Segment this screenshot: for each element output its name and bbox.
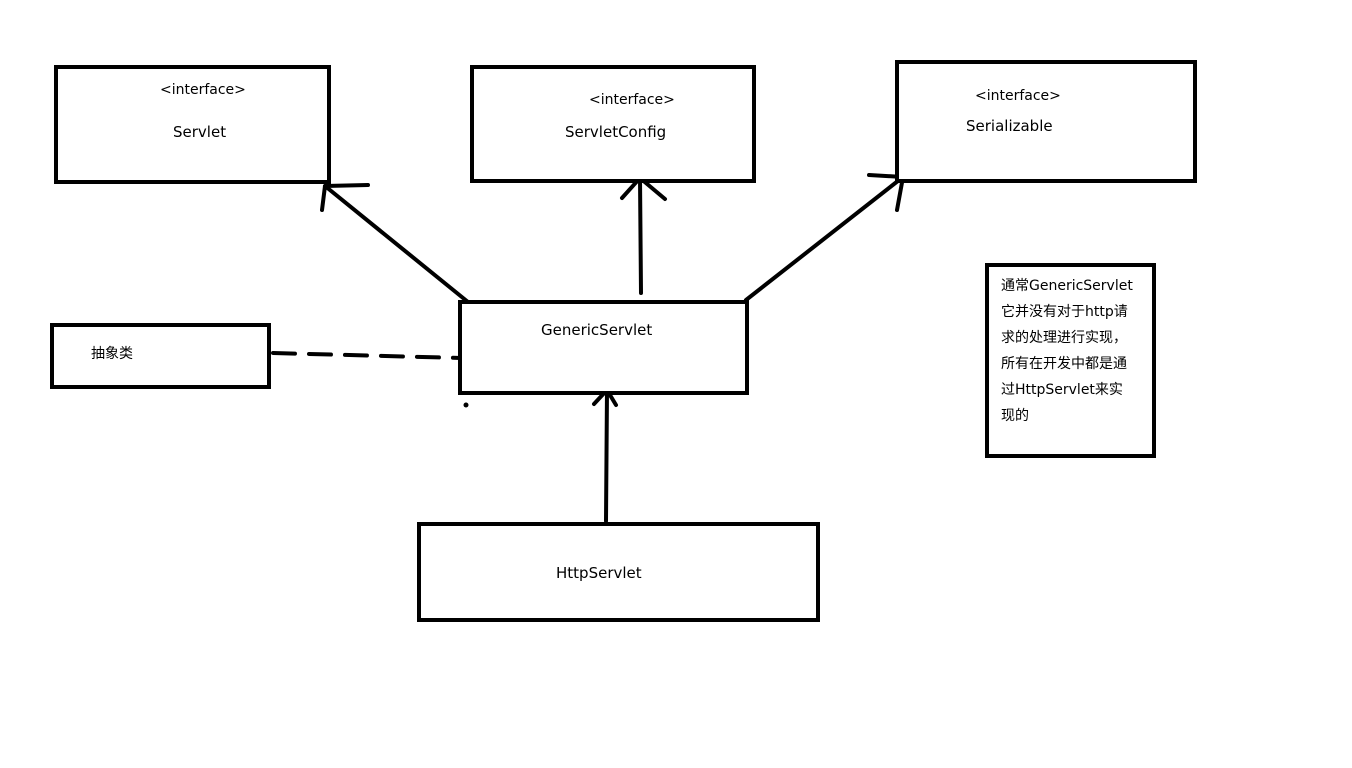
abstract-class-label-box xyxy=(50,323,271,389)
abstract-class-label: 抽象类 xyxy=(91,346,133,362)
servletconfig-interface-box xyxy=(470,65,756,183)
note-box xyxy=(985,263,1156,458)
servlet-interface-box xyxy=(54,65,331,184)
note-line: 所有在开发中都是通 xyxy=(1001,356,1127,372)
httpservlet-class-box xyxy=(417,522,820,622)
arrow-generic-to-servlet-line xyxy=(323,184,470,304)
genericservlet-class-box xyxy=(458,300,749,395)
arrow-generic-to-serializable-line xyxy=(744,175,905,302)
servlet-stereotype: <interface> xyxy=(160,82,246,98)
note-line: 过HttpServlet来实 xyxy=(1001,382,1123,398)
servletconfig-stereotype: <interface> xyxy=(589,92,675,108)
dashed-abstract-connector xyxy=(271,351,463,360)
servletconfig-name: ServletConfig xyxy=(565,123,667,141)
arrow-generic-to-servletconfig-line xyxy=(638,176,643,295)
stray-dot xyxy=(463,402,469,408)
serializable-interface-box xyxy=(895,60,1197,183)
note-line: 它并没有对于http请 xyxy=(1001,304,1128,320)
arrow-http-to-generic-line xyxy=(604,388,609,523)
note-text: 通常GenericServlet 它并没有对于http请 求的处理进行实现， 所… xyxy=(1001,273,1133,429)
note-line: 现的 xyxy=(1001,408,1029,424)
serializable-stereotype: <interface> xyxy=(975,88,1061,104)
serializable-name: Serializable xyxy=(966,117,1053,135)
note-line: 通常GenericServlet xyxy=(1001,278,1133,294)
note-line: 求的处理进行实现， xyxy=(1001,330,1127,346)
httpservlet-name: HttpServlet xyxy=(556,564,642,582)
servlet-name: Servlet xyxy=(173,123,227,141)
genericservlet-name: GenericServlet xyxy=(541,321,653,339)
arrow-generic-to-servlet-head xyxy=(320,183,370,212)
